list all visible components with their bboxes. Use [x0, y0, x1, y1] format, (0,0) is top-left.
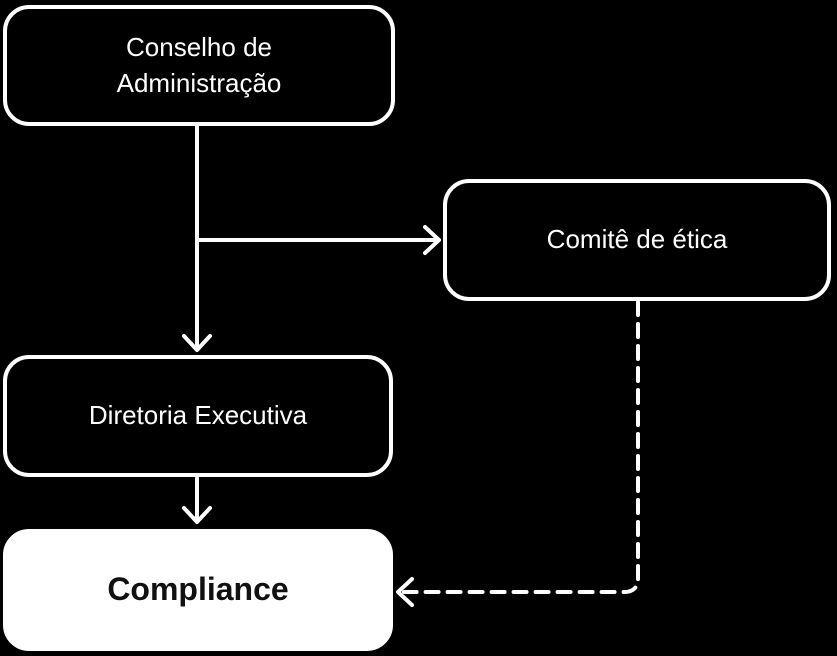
edge-conselho-to-diretoria: [182, 124, 212, 352]
node-label: Diretoria Executiva: [88, 400, 308, 431]
node-label: Conselho de Administração: [116, 32, 282, 98]
edge-conselho-to-comite: [195, 225, 441, 255]
node-comite-de-etica: Comitê de ética: [443, 179, 831, 301]
node-conselho-de-administracao: Conselho de Administração: [3, 5, 395, 126]
node-label: Comitê de ética: [546, 224, 728, 255]
edge-comite-to-compliance: [396, 300, 640, 607]
node-compliance: Compliance: [3, 529, 393, 651]
node-label: Compliance: [107, 571, 289, 608]
edge-diretoria-to-compliance: [182, 476, 212, 524]
node-diretoria-executiva: Diretoria Executiva: [3, 355, 393, 477]
